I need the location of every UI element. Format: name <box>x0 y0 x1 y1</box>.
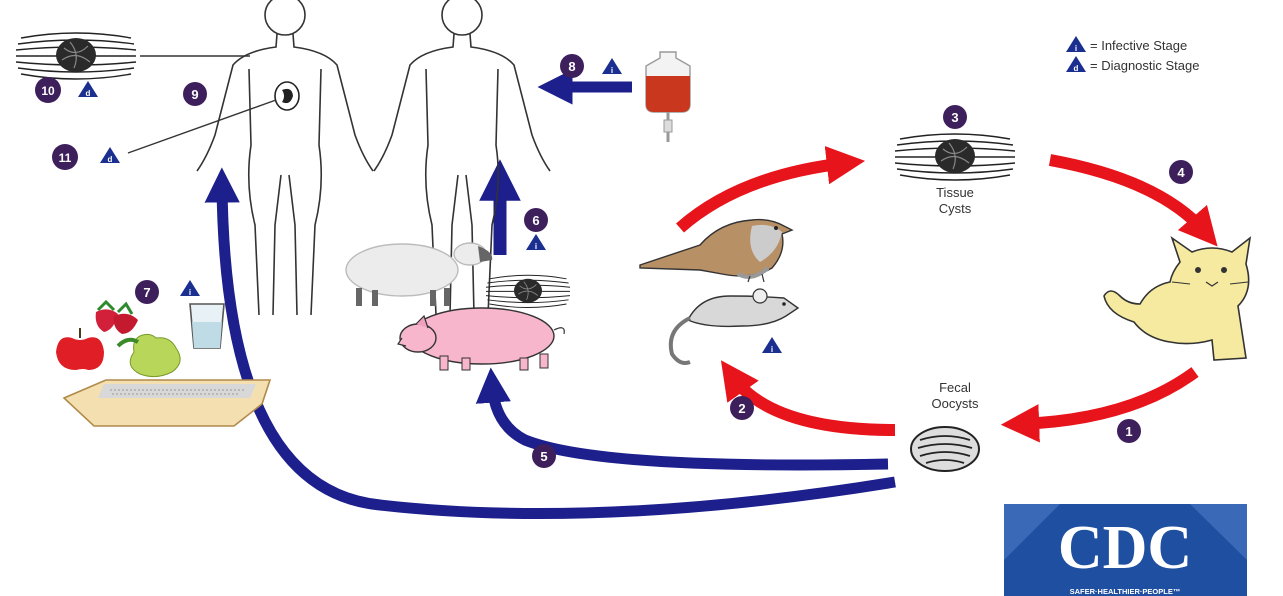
svg-text:7: 7 <box>143 285 150 300</box>
step-9: 9 <box>183 82 207 106</box>
diagnostic-stage-mark-10: d <box>78 81 98 98</box>
step-6: 6 <box>524 208 548 232</box>
step-1: 1 <box>1117 419 1141 443</box>
fecal-oocysts-label-line2: Oocysts <box>932 396 979 411</box>
svg-text:4: 4 <box>1177 165 1185 180</box>
pear-icon <box>118 334 180 376</box>
diagnostic-symbol: d <box>1074 64 1079 73</box>
diagnostic-stage-mark-11: d <box>100 147 120 164</box>
svg-text:3: 3 <box>951 110 958 125</box>
arrow-bird-to-tissue-cysts <box>680 163 846 228</box>
oocyst-icon <box>911 427 979 471</box>
svg-text:d: d <box>108 155 113 164</box>
cdc-logo: CDC SAFER·HEALTHIER·PEOPLE™ <box>1004 504 1247 596</box>
svg-text:i: i <box>535 242 537 251</box>
svg-text:d: d <box>86 89 91 98</box>
bird-icon <box>640 220 792 282</box>
infective-stage-mark-rodent: i <box>762 337 782 354</box>
blood-transfusion-bag-icon <box>646 52 690 142</box>
step-2: 2 <box>730 396 754 420</box>
step-11: 11 <box>52 144 78 170</box>
infective-stage-mark-8: i <box>602 58 622 75</box>
pig-icon <box>398 308 564 370</box>
apple-icon <box>56 328 104 370</box>
step-5: 5 <box>532 444 556 468</box>
infective-symbol: i <box>1075 44 1077 53</box>
step-10: 10 <box>35 77 61 103</box>
svg-text:5: 5 <box>540 449 547 464</box>
step-3: 3 <box>943 105 967 129</box>
svg-text:11: 11 <box>59 151 72 165</box>
svg-text:6: 6 <box>532 213 539 228</box>
infective-stage-mark-6: i <box>526 234 546 251</box>
tissue-cysts-label-line1: Tissue <box>936 185 974 200</box>
human-tissue-cyst <box>16 33 136 79</box>
svg-text:8: 8 <box>568 59 575 74</box>
connector-11 <box>128 100 276 153</box>
fecal-oocysts-label-line1: Fecal <box>939 380 971 395</box>
meat-tissue-cyst <box>486 275 570 307</box>
legend-diagnostic: d = Diagnostic Stage <box>1066 56 1199 73</box>
strawberries-icon <box>96 302 138 334</box>
legend-infective: i = Infective Stage <box>1066 36 1187 53</box>
svg-text:i: i <box>771 345 773 354</box>
step-8: 8 <box>560 54 584 78</box>
infective-stage-label: = Infective Stage <box>1090 38 1187 53</box>
legend: i = Infective Stage d = Diagnostic Stage <box>1066 36 1199 73</box>
cdc-tagline: SAFER·HEALTHIER·PEOPLE™ <box>1070 587 1181 596</box>
arrow-cat-to-oocysts <box>1020 372 1195 424</box>
step-4: 4 <box>1169 160 1193 184</box>
svg-text:9: 9 <box>191 87 198 102</box>
water-glass-icon <box>190 304 224 348</box>
step-7: 7 <box>135 280 159 304</box>
arrow-oocysts-to-rodent <box>732 376 895 430</box>
litter-box-icon <box>64 380 270 426</box>
diagnostic-stage-label: = Diagnostic Stage <box>1090 58 1199 73</box>
cat-icon <box>1104 238 1250 360</box>
sheep-icon <box>346 243 492 306</box>
svg-text:10: 10 <box>41 84 55 98</box>
svg-text:2: 2 <box>738 401 745 416</box>
svg-text:1: 1 <box>1125 424 1132 439</box>
svg-text:i: i <box>189 288 191 297</box>
tissue-cysts-label-line2: Cysts <box>939 201 972 216</box>
infective-stage-mark-7: i <box>180 280 200 297</box>
cdc-logo-wordmark: CDC <box>1058 514 1192 582</box>
svg-text:i: i <box>611 66 613 75</box>
tissue-cysts-icon <box>895 134 1015 180</box>
